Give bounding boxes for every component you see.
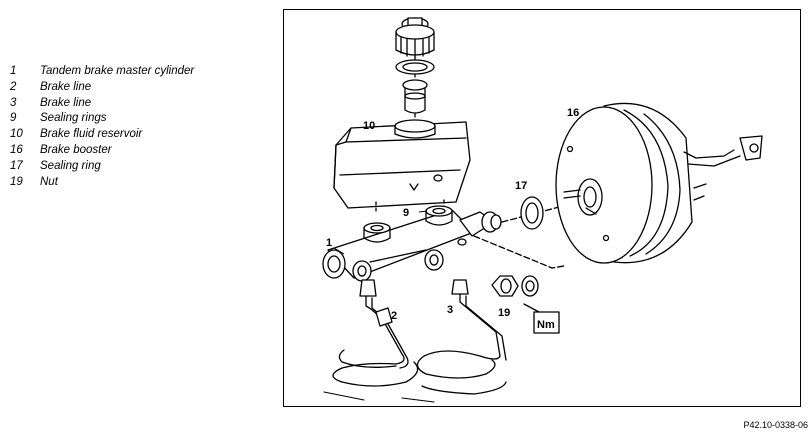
exploded-diagram: 10 16 17 9 1 2 3 19 Nm bbox=[283, 9, 801, 407]
legend-number: 10 bbox=[10, 128, 23, 141]
brake-booster bbox=[555, 102, 763, 264]
legend-item: 17 Sealing ring bbox=[10, 159, 270, 175]
legend-item: 10 Brake fluid reservoir bbox=[10, 127, 270, 143]
brake-line-fittings bbox=[359, 279, 469, 327]
nut-19 bbox=[491, 275, 539, 297]
legend-label: Brake line bbox=[40, 80, 92, 93]
legend-label: Brake fluid reservoir bbox=[40, 128, 143, 141]
legend-number: 1 bbox=[10, 65, 17, 77]
legend-item: 3 Brake line bbox=[10, 96, 270, 112]
legend-number: 19 bbox=[10, 175, 23, 188]
legend-label: Nut bbox=[40, 175, 58, 188]
figure-code: P42.10-0338-06 bbox=[743, 420, 808, 430]
parts-legend: 1 Tandem brake master cylinder 2 Brake l… bbox=[10, 64, 270, 190]
torque-box bbox=[533, 311, 560, 334]
reservoir-strainer bbox=[402, 79, 428, 114]
legend-label: Tandem brake master cylinder bbox=[40, 65, 195, 77]
legend-label: Sealing ring bbox=[40, 159, 101, 172]
legend-item: 2 Brake line bbox=[10, 80, 270, 96]
legend-label: Brake booster bbox=[40, 143, 112, 156]
legend-label: Sealing rings bbox=[40, 112, 107, 125]
legend-number: 3 bbox=[10, 96, 17, 109]
legend-number: 9 bbox=[10, 112, 17, 125]
legend-label: Brake line bbox=[40, 96, 92, 109]
legend-item: 9 Sealing rings bbox=[10, 111, 270, 127]
legend-number: 2 bbox=[10, 80, 17, 93]
sealing-ring-17 bbox=[520, 196, 544, 230]
tandem-master-cylinder bbox=[322, 205, 502, 282]
reservoir-cap bbox=[395, 17, 435, 58]
legend-number: 16 bbox=[10, 143, 23, 156]
legend-item: 16 Brake booster bbox=[10, 143, 270, 159]
brake-fluid-reservoir bbox=[333, 119, 471, 215]
diagram-canvas bbox=[322, 17, 763, 403]
brake-lines bbox=[323, 291, 507, 403]
legend-item: 1 Tandem brake master cylinder bbox=[10, 64, 270, 80]
legend-number: 17 bbox=[10, 159, 23, 172]
legend-item: 19 Nut bbox=[10, 175, 270, 191]
cap-seal bbox=[395, 59, 435, 75]
